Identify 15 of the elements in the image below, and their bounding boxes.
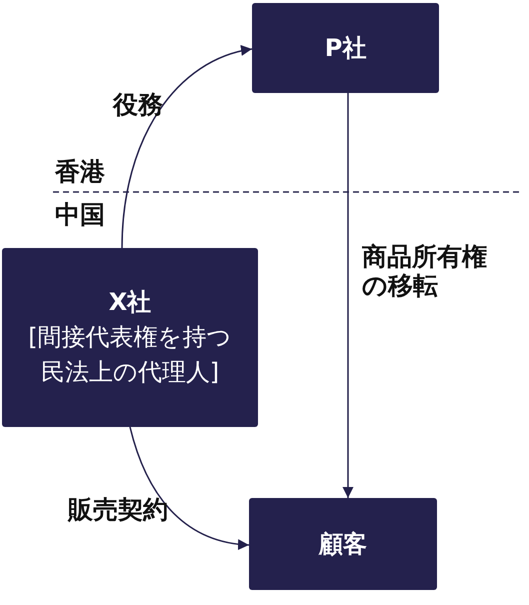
company-box <box>252 3 439 93</box>
company-box <box>2 248 258 427</box>
edge-label: 商品所有権の移転 <box>362 243 488 300</box>
customer-box <box>249 498 437 590</box>
node-title: X社 <box>108 287 152 318</box>
arrow <box>129 426 250 550</box>
node-title: P社 <box>324 32 366 64</box>
arrow <box>121 46 252 248</box>
edge-label: 販売契約 <box>68 496 168 525</box>
region-label: 香港 <box>55 158 105 187</box>
node-description: [間接代表権を持つ民法上の代理人] <box>27 322 233 388</box>
arrow <box>342 93 354 498</box>
node-title: 顧客 <box>319 528 367 560</box>
edge-label: 役務 <box>113 91 163 120</box>
region-label: 中国 <box>55 201 105 230</box>
